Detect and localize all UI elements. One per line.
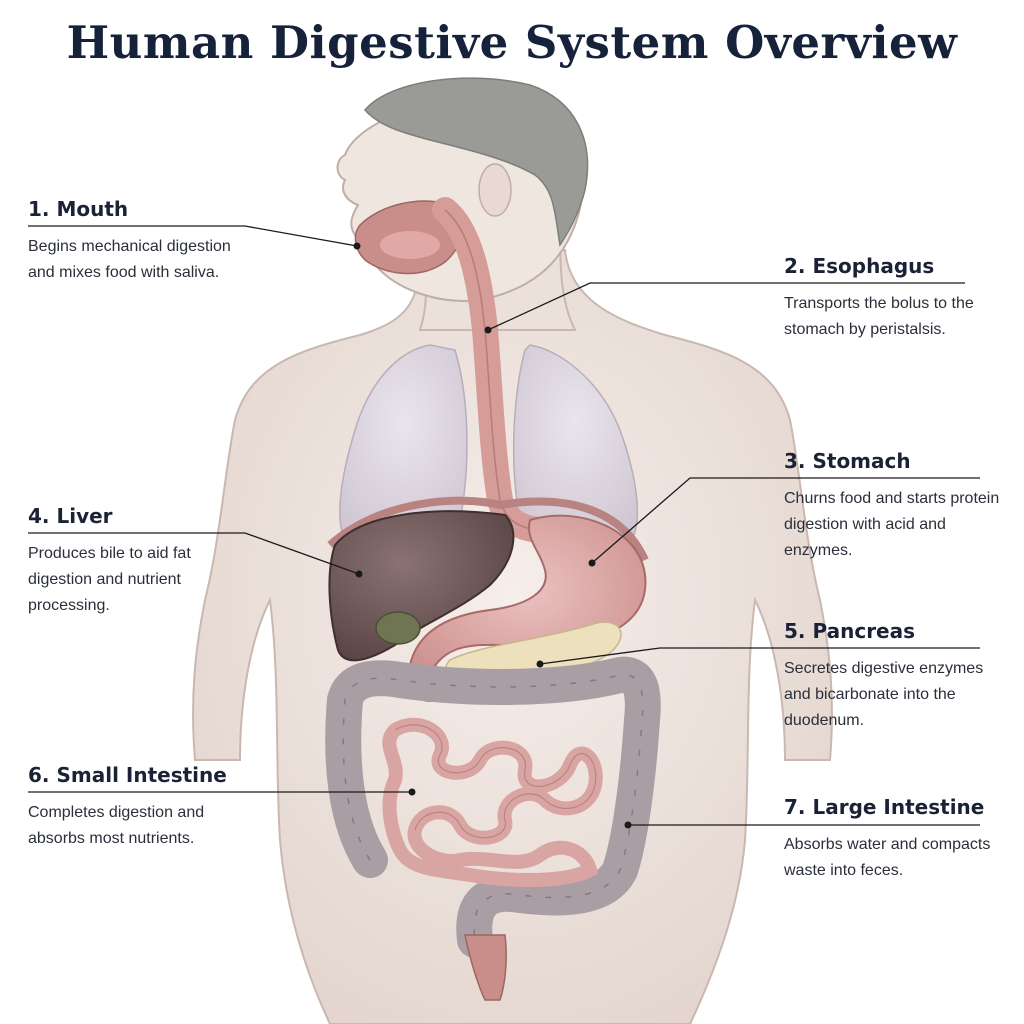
dot-mouth bbox=[353, 242, 361, 250]
leader-liver bbox=[28, 532, 360, 575]
organ-name: 6. Small Intestine bbox=[28, 763, 227, 787]
callout-small-intestine: 6. Small Intestine Completes digestion a… bbox=[28, 763, 258, 852]
organ-name: 3. Stomach bbox=[784, 449, 911, 473]
leader-esophagus bbox=[487, 282, 965, 331]
dot-small-intestine bbox=[408, 788, 416, 796]
callout-large-intestine: 7. Large Intestine Absorbs water and com… bbox=[784, 795, 1014, 884]
organ-description: Secretes digestive enzymes and bicarbona… bbox=[784, 660, 984, 729]
organ-name: 1. Mouth bbox=[28, 197, 129, 221]
organ-description: Absorbs water and compacts waste into fe… bbox=[784, 836, 991, 879]
gallbladder bbox=[375, 611, 421, 645]
callout-pancreas: 5. Pancreas Secretes digestive enzymes a… bbox=[784, 619, 1014, 734]
organ-name: 4. Liver bbox=[28, 504, 113, 528]
tongue bbox=[380, 231, 440, 259]
hair bbox=[364, 77, 589, 247]
diaphragm bbox=[327, 496, 649, 562]
dot-liver bbox=[355, 570, 363, 578]
callout-liver: 4. Liver Produces bile to aid fat digest… bbox=[28, 504, 258, 619]
callout-esophagus: 2. Esophagus Transports the bolus to the… bbox=[784, 254, 1014, 343]
page-title: Human Digestive System Overview bbox=[66, 16, 958, 69]
callout-mouth: 1. Mouth Begins mechanical digestion and… bbox=[28, 197, 258, 286]
dot-stomach bbox=[588, 559, 596, 567]
left-lung bbox=[339, 344, 468, 541]
rectum bbox=[464, 934, 507, 1001]
callout-stomach: 3. Stomach Churns food and starts protei… bbox=[784, 449, 1014, 564]
organ-name: 7. Large Intestine bbox=[784, 795, 985, 819]
organ-description: Churns food and starts protein digestion… bbox=[784, 490, 1000, 559]
leader-pancreas bbox=[539, 647, 980, 665]
leader-mouth bbox=[28, 225, 358, 247]
organ-name: 2. Esophagus bbox=[784, 254, 935, 278]
organ-description: Begins mechanical digestion and mixes fo… bbox=[28, 238, 231, 281]
dot-esophagus bbox=[484, 326, 492, 334]
dot-pancreas bbox=[536, 660, 544, 668]
leader-stomach bbox=[591, 477, 980, 564]
right-lung bbox=[512, 344, 639, 541]
organ-description: Transports the bolus to the stomach by p… bbox=[784, 295, 974, 338]
organ-description: Produces bile to aid fat digestion and n… bbox=[28, 545, 191, 614]
leader-lines bbox=[28, 225, 980, 826]
organ-description: Completes digestion and absorbs most nut… bbox=[28, 804, 205, 847]
ear bbox=[478, 163, 512, 217]
liver bbox=[328, 510, 515, 662]
organ-name: 5. Pancreas bbox=[784, 619, 916, 643]
leader-dots bbox=[353, 242, 632, 829]
dot-large-intestine bbox=[624, 821, 632, 829]
